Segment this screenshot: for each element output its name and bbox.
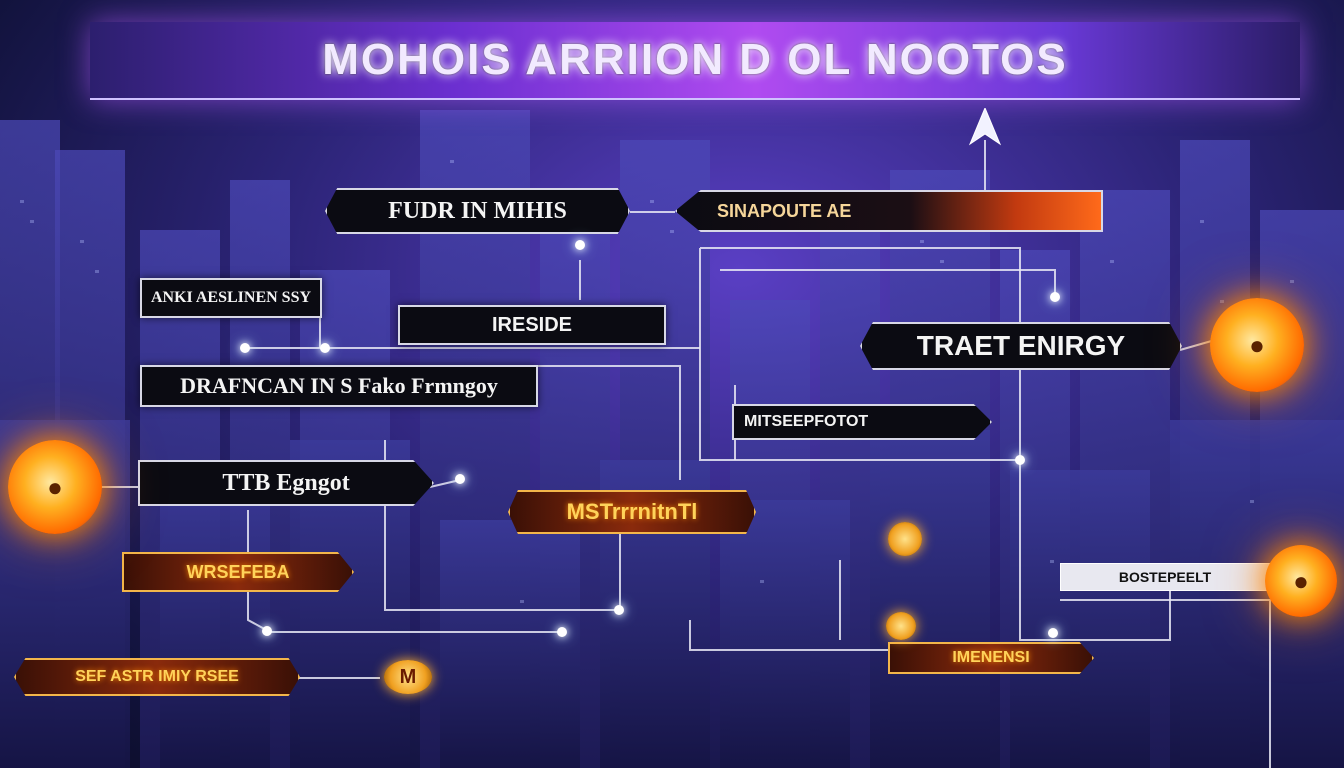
glow-node-icon: [455, 474, 465, 484]
label-sinapoute: SINAPOUTE AE: [675, 190, 1103, 232]
label-text: SINAPOUTE AE: [717, 200, 852, 221]
label-text: WRSEFEBA: [186, 561, 290, 582]
glow-node-icon: [320, 343, 330, 353]
label-text: TRAET ENIRGY: [916, 330, 1126, 361]
label-ireside: IRESIDE: [398, 305, 666, 345]
page-title: MOHOIS ARRIION D OL NOOTOS: [322, 35, 1068, 84]
label-imenensi: IMENENSI: [888, 642, 1094, 674]
label-mst: MSTrrrnitnTl: [508, 490, 756, 534]
glow-node-icon: [1050, 292, 1060, 302]
label-text: FUDR IN MIHIS: [388, 197, 567, 224]
label-text: IMENENSI: [952, 649, 1030, 666]
label-traet-energy: TRAET ENIRGY: [860, 322, 1182, 370]
glow-node-icon: [240, 343, 250, 353]
label-sef-astr: SEF ASTR IMIY RSEE: [14, 658, 300, 696]
label-text: MSTrrrnitnTl: [566, 499, 698, 524]
label-text: DRAFNCAN IN S Fako Frmngoy: [180, 373, 498, 398]
label-text: SEF ASTR IMIY RSEE: [75, 668, 239, 685]
label-anki: ANKI AESLINEN SSY: [140, 278, 322, 318]
gold-badge-icon: [886, 612, 916, 640]
gold-badge-icon: [888, 522, 922, 556]
glow-node-icon: [557, 627, 567, 637]
label-text: MITSEEPFOTOT: [744, 413, 869, 430]
glow-node-icon: [614, 605, 624, 615]
label-drafncan: DRAFNCAN IN S Fako Frmngoy: [140, 365, 538, 407]
label-mitseepfotot: MITSEEPFOTOT: [732, 404, 992, 440]
glow-node-icon: [1048, 628, 1058, 638]
title-banner: MOHOIS ARRIION D OL NOOTOS: [90, 22, 1300, 100]
m-badge-label: M: [399, 665, 417, 688]
label-text: BOSTEPEELT: [1118, 569, 1212, 585]
glowing-orb-icon: ●: [1210, 298, 1304, 392]
m-badge-icon: M: [384, 660, 432, 694]
label-text: IRESIDE: [491, 313, 573, 336]
label-wrsefeba: WRSEFEBA: [122, 552, 354, 592]
label-ttb: TTB Egngot: [138, 460, 434, 506]
glowing-orb-icon: ●: [1265, 545, 1337, 617]
glow-node-icon: [262, 626, 272, 636]
glowing-orb-icon: ●: [8, 440, 102, 534]
glow-node-icon: [1015, 455, 1025, 465]
arrow-up-icon: [968, 108, 1002, 146]
label-fudr-in-mihis: FUDR IN MIHIS: [325, 188, 630, 234]
label-bostepeelt: BOSTEPEELT: [1060, 563, 1270, 591]
label-text: ANKI AESLINEN SSY: [150, 289, 312, 306]
label-text: TTB Egngot: [222, 469, 350, 496]
glow-node-icon: [575, 240, 585, 250]
